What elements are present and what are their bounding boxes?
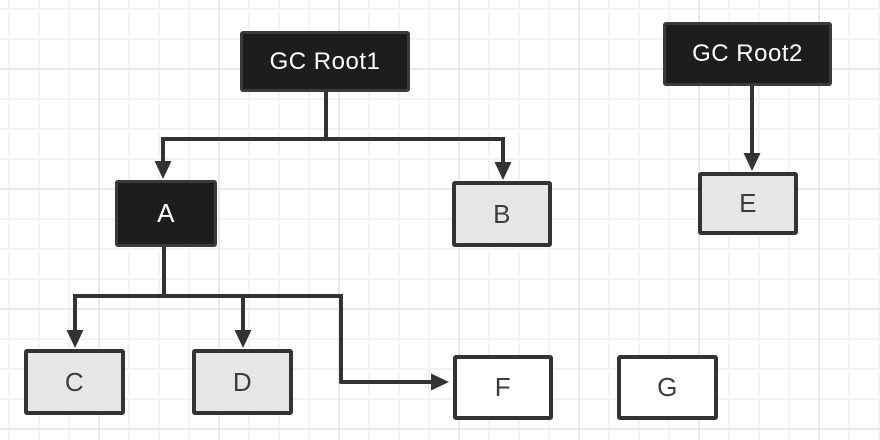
node-f: F: [453, 355, 553, 420]
arrowhead-to-c: [66, 330, 84, 348]
arrowhead-to-d: [234, 330, 252, 348]
node-gc-root2: GC Root2: [663, 22, 832, 86]
node-e: E: [698, 172, 798, 235]
node-b-label: B: [493, 198, 511, 229]
arrowhead-to-e: [743, 153, 761, 171]
edge-a-to-f: [339, 294, 433, 384]
node-gc-root2-label: GC Root2: [692, 40, 803, 67]
arrowhead-to-a: [154, 161, 172, 179]
node-a-label: A: [157, 198, 175, 228]
node-d-label: D: [232, 366, 253, 397]
node-f-label: F: [494, 372, 512, 402]
node-a: A: [115, 180, 217, 247]
node-c-label: C: [64, 366, 85, 397]
node-gc-root1: GC Root1: [240, 31, 410, 92]
node-g: G: [617, 355, 718, 420]
node-c: C: [24, 349, 125, 415]
node-d: D: [192, 349, 293, 415]
arrowhead-to-b: [494, 162, 512, 180]
arrowhead-to-f: [431, 373, 449, 391]
node-gc-root1-label: GC Root1: [269, 47, 381, 75]
node-b: B: [452, 181, 552, 247]
node-g-label: G: [657, 372, 678, 402]
node-e-label: E: [739, 188, 757, 218]
